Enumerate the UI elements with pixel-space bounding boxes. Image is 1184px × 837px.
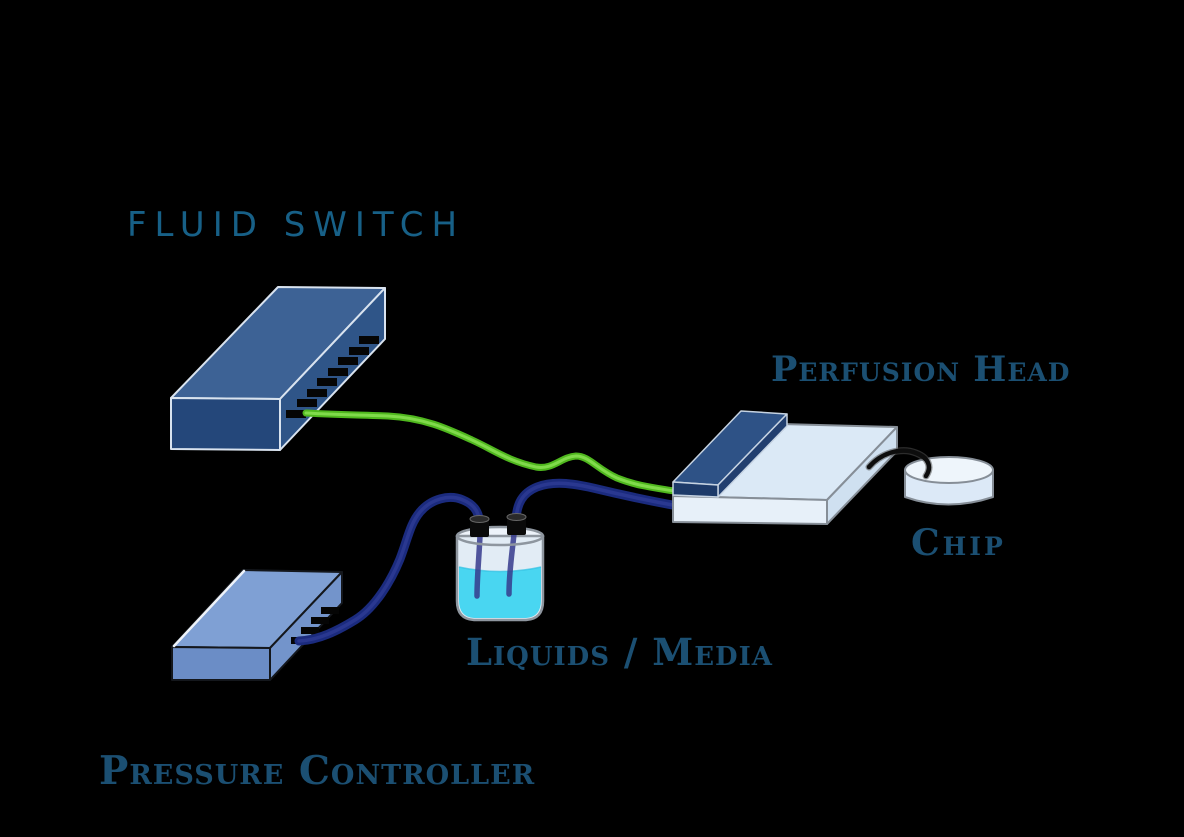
tubing (294, 409, 683, 646)
liquid-surface-line (458, 566, 542, 573)
pressure-controller-label: Pressure Controller (99, 748, 535, 794)
pressure-controller-edge-highlight (172, 569, 246, 648)
port-icon (286, 410, 306, 418)
pressure-controller-front-face (171, 646, 271, 681)
fluid-switch-ports (286, 336, 379, 418)
bottle-cap-right (506, 513, 527, 535)
port-icon (311, 617, 329, 624)
cap-body (507, 517, 526, 535)
port-icon (359, 336, 379, 344)
liquids-media-bottle (455, 513, 545, 622)
port-icon (297, 399, 317, 407)
port-icon (349, 347, 369, 355)
wire-core (866, 448, 932, 479)
fluid-switch-front-face (170, 397, 281, 451)
perfusion-head-bar-front-face (672, 481, 719, 498)
fluid-switch-device (170, 286, 386, 451)
chip-label: Chip (911, 522, 1006, 564)
port-icon (301, 627, 319, 634)
navy-tube-highlight (297, 495, 481, 643)
chip-dish-top (904, 456, 994, 484)
perfusion-head-label: Perfusion Head (771, 349, 1070, 390)
perfusion-head-device (672, 410, 898, 525)
bottle-inner-tube-right (506, 531, 517, 597)
liquids-media-label: Liquids / Media (466, 630, 773, 674)
port-icon (321, 607, 339, 614)
cap-top (506, 513, 527, 521)
wire-perfusion-head-to-chip (865, 447, 933, 480)
cap-body (470, 519, 489, 537)
chip-dish (904, 456, 994, 506)
green-tube-highlight (304, 411, 676, 493)
cap-top (469, 515, 490, 523)
bottle-cap-left (469, 515, 490, 537)
port-icon (307, 389, 327, 397)
bottle-rim-front-edge (455, 535, 545, 547)
bottle-inner-tube-left (474, 533, 483, 599)
perfusion-head-front-face (672, 495, 828, 525)
navy-tube-highlight (514, 481, 680, 521)
fluid-switch-label: FLUID SWITCH (127, 205, 465, 245)
pressure-controller-device (171, 569, 343, 681)
port-icon (328, 368, 348, 376)
bottle-liquid (459, 567, 541, 618)
port-icon (338, 357, 358, 365)
port-icon (317, 378, 337, 386)
diagram-labels: FLUID SWITCH Perfusion Head Chip Liquids… (99, 205, 1070, 794)
